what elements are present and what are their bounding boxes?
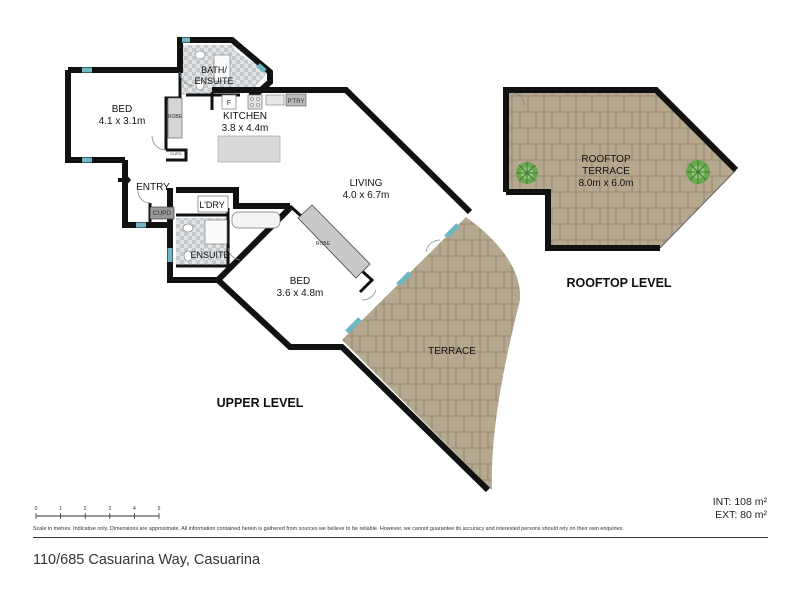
toilet — [183, 250, 193, 262]
kitchen-dims: 3.8 x 4.4m — [222, 123, 269, 134]
upper-level-label: UPPER LEVEL — [217, 396, 304, 410]
rooftop-level-label: ROOFTOP LEVEL — [566, 276, 671, 290]
entry-name: ENTRY — [136, 182, 170, 193]
pantry-box — [285, 93, 307, 107]
internal-area: INT: 108 m² — [712, 496, 767, 508]
robe-bed2 — [297, 204, 371, 279]
scale-tick-label: 1 — [59, 506, 62, 512]
scale-tick-label: 4 — [133, 506, 136, 512]
cupd-small-label: CUPD — [170, 151, 181, 156]
cupd-box — [149, 206, 175, 220]
doors — [137, 71, 441, 301]
property-address: 110/685 Casuarina Way, Casuarina — [33, 552, 261, 568]
fixtures — [149, 50, 371, 279]
fridge — [221, 94, 237, 110]
kitchen-sink — [265, 94, 285, 106]
kitchen-island — [217, 135, 281, 163]
laundry-box — [197, 195, 229, 213]
shower — [204, 219, 228, 245]
living-name: LIVING — [350, 178, 383, 189]
ensuite2-name: ENSUITE — [190, 250, 229, 260]
laundry-name: L'DRY — [199, 200, 225, 210]
bed2-dims: 3.6 x 4.8m — [277, 288, 324, 299]
rooftop-dims: 8.0m x 6.0m — [578, 178, 633, 189]
rooftop-name2: TERRACE — [582, 166, 630, 177]
divider — [33, 537, 768, 538]
terrace-area — [342, 217, 521, 490]
external-area: EXT: 80 m² — [715, 509, 767, 521]
terrace-name: TERRACE — [428, 346, 476, 357]
living-dims: 4.0 x 6.7m — [343, 190, 390, 201]
upper-level-plan: BED 4.1 x 3.1m BATH/ ENSUITE KITCHEN 3.8… — [65, 37, 521, 493]
bath-name: BATH/ — [201, 65, 227, 75]
rooftop-level-plan: ROOFTOP TERRACE 8.0m x 6.0m ROOFTOP LEVE… — [503, 87, 739, 290]
bed2-name: BED — [290, 276, 311, 287]
kitchen-name: KITCHEN — [223, 111, 267, 122]
cupd-name: CUPD — [153, 210, 172, 217]
rooftop-name: ROOFTOP — [581, 154, 631, 165]
scale-bar: 0 1 2 3 4 5 — [35, 506, 161, 519]
bath-name2: ENSUITE — [194, 76, 233, 86]
bed1-dims: 4.1 x 3.1m — [99, 116, 146, 127]
rooftop-walls — [503, 87, 739, 251]
scale-tick-label: 3 — [108, 506, 111, 512]
entry-arrow-icon — [118, 174, 131, 186]
windows — [82, 37, 460, 334]
pantry-label: P'TRY — [287, 99, 304, 105]
plant-icon — [686, 160, 710, 184]
rooftop-terrace-area — [506, 90, 736, 248]
bed1-name: BED — [112, 104, 133, 115]
bathtub — [231, 211, 281, 229]
basin — [182, 223, 194, 233]
rooftop-door — [511, 92, 525, 106]
scale-tick-label: 5 — [158, 506, 161, 512]
robe2-label: ROBE — [316, 241, 331, 247]
robe-bed1 — [167, 97, 183, 139]
scale-tick-label: 2 — [84, 506, 87, 512]
scale-ticks: 0 1 2 3 4 5 — [35, 506, 161, 519]
disclaimer: Scale in metres. Indicative only. Dimens… — [33, 526, 624, 532]
plant-icon — [516, 162, 538, 184]
cooktop — [247, 94, 263, 110]
scale-tick-label: 0 — [35, 506, 38, 512]
robe1-label: ROBE — [168, 114, 183, 120]
fridge-label: F — [227, 100, 231, 107]
